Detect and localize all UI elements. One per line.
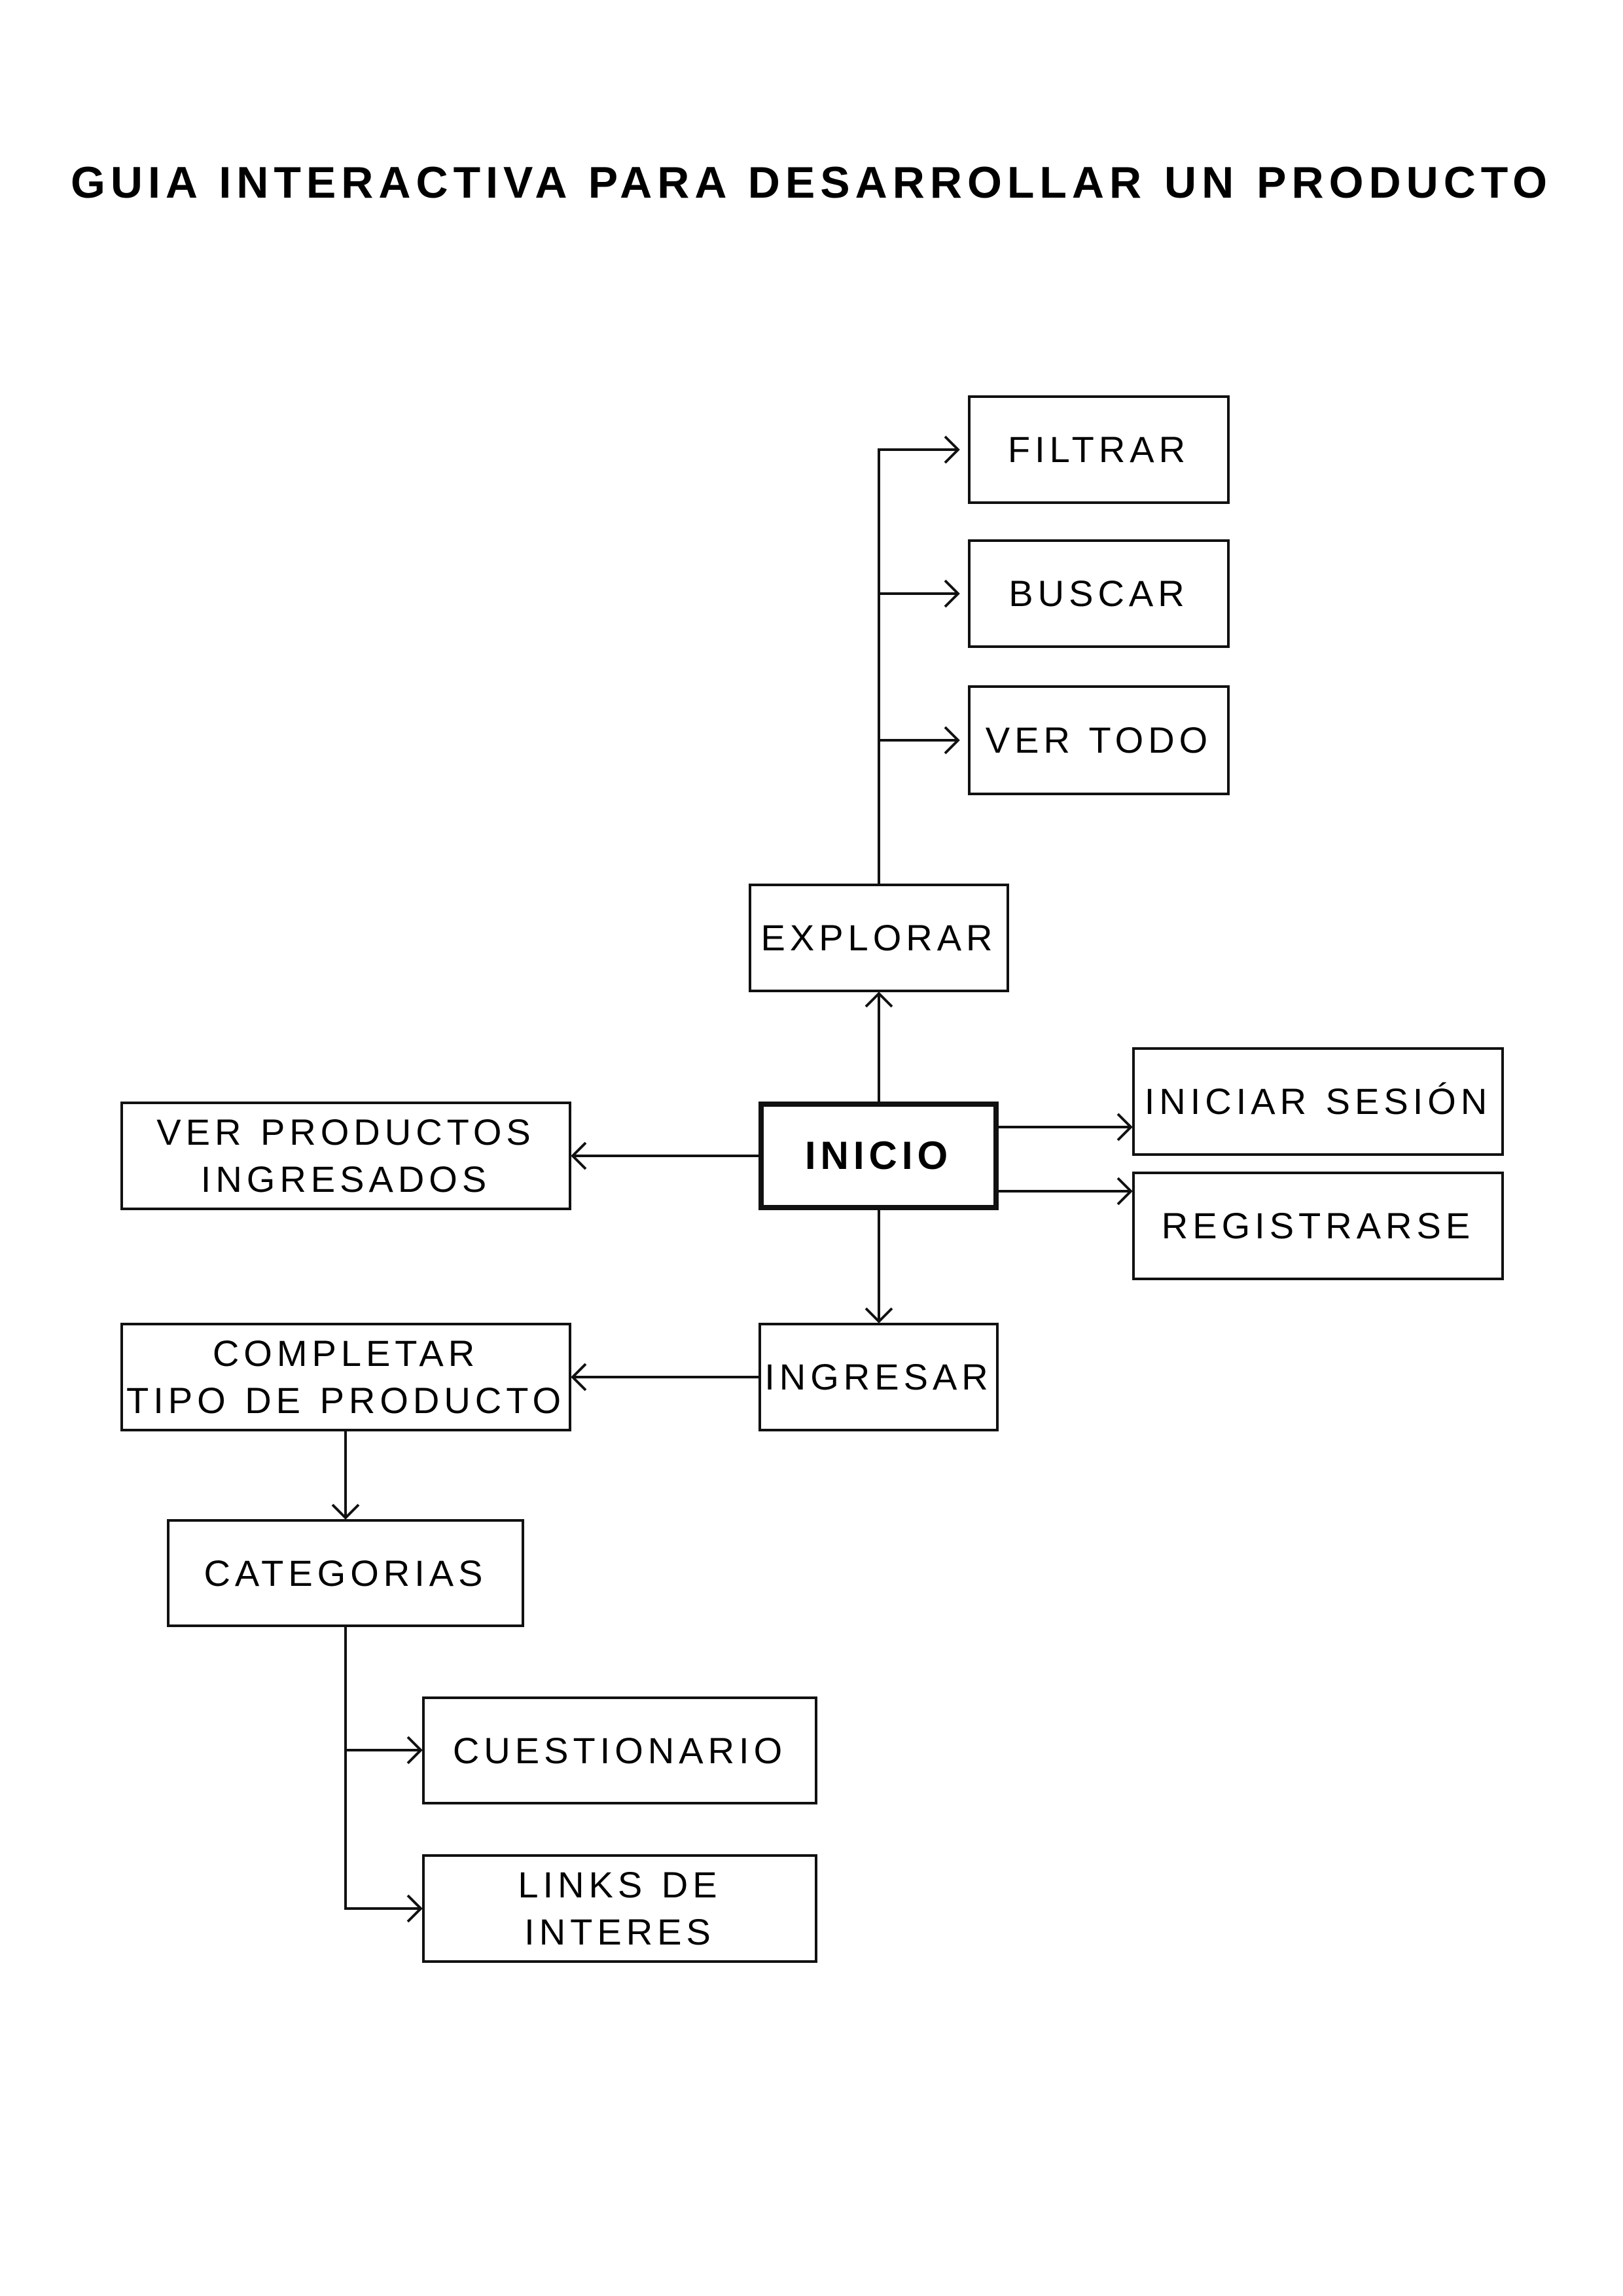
- node-cuestionario[interactable]: CUESTIONARIO: [422, 1696, 817, 1804]
- node-buscar[interactable]: BUSCAR: [968, 539, 1230, 648]
- node-label: CUESTIONARIO: [452, 1729, 787, 1771]
- node-filtrar[interactable]: FILTRAR: [968, 395, 1230, 504]
- node-categorias[interactable]: CATEGORIAS: [167, 1519, 524, 1627]
- edge-explorar-filtrar: [878, 448, 957, 884]
- arrow-head-icon: [865, 1307, 893, 1323]
- arrow-head-icon: [1116, 1113, 1133, 1141]
- node-label: INICIAR SESIÓN: [1144, 1081, 1492, 1122]
- arrow-head-icon: [1116, 1177, 1133, 1206]
- node-registrarse[interactable]: REGISTRARSE: [1132, 1172, 1504, 1280]
- page-title: GUIA INTERACTIVA PARA DESARROLLAR UN PRO…: [71, 158, 1552, 207]
- node-label: BUSCAR: [1008, 573, 1189, 614]
- arrow-head-icon: [944, 435, 960, 464]
- arrow-head-icon: [571, 1363, 587, 1391]
- arrow-head-icon: [944, 726, 960, 755]
- node-label: REGISTRARSE: [1161, 1205, 1475, 1246]
- node-label: COMPLETAR TIPO DE PRODUCTO: [126, 1333, 565, 1421]
- arrow-head-icon: [571, 1141, 587, 1170]
- node-ingresar[interactable]: INGRESAR: [758, 1323, 999, 1431]
- node-links-de-interes[interactable]: LINKS DE INTERES: [422, 1854, 817, 1963]
- arrow-head-icon: [865, 992, 893, 1008]
- edge-categorias-links: [344, 1627, 421, 1910]
- node-ver-productos-ingresados[interactable]: VER PRODUCTOS INGRESADOS: [120, 1102, 571, 1210]
- arrow-head-icon: [406, 1736, 423, 1765]
- node-label: INGRESAR: [764, 1356, 993, 1397]
- node-completar-tipo-de-producto[interactable]: COMPLETAR TIPO DE PRODUCTO: [120, 1323, 571, 1431]
- node-label: EXPLORAR: [760, 917, 997, 958]
- arrow-head-icon: [406, 1894, 423, 1923]
- node-label: FILTRAR: [1007, 429, 1190, 470]
- node-label: VER PRODUCTOS INGRESADOS: [156, 1111, 535, 1200]
- node-label: CATEGORIAS: [204, 1552, 488, 1594]
- node-label: LINKS DE INTERES: [518, 1864, 722, 1952]
- arrow-head-icon: [944, 579, 960, 608]
- node-explorar[interactable]: EXPLORAR: [749, 884, 1009, 992]
- node-label: INICIO: [804, 1134, 953, 1177]
- node-label: VER TODO: [985, 719, 1213, 761]
- node-iniciar-sesion[interactable]: INICIAR SESIÓN: [1132, 1047, 1504, 1156]
- arrow-head-icon: [331, 1503, 360, 1520]
- node-inicio[interactable]: INICIO: [758, 1102, 999, 1210]
- node-ver-todo[interactable]: VER TODO: [968, 685, 1230, 795]
